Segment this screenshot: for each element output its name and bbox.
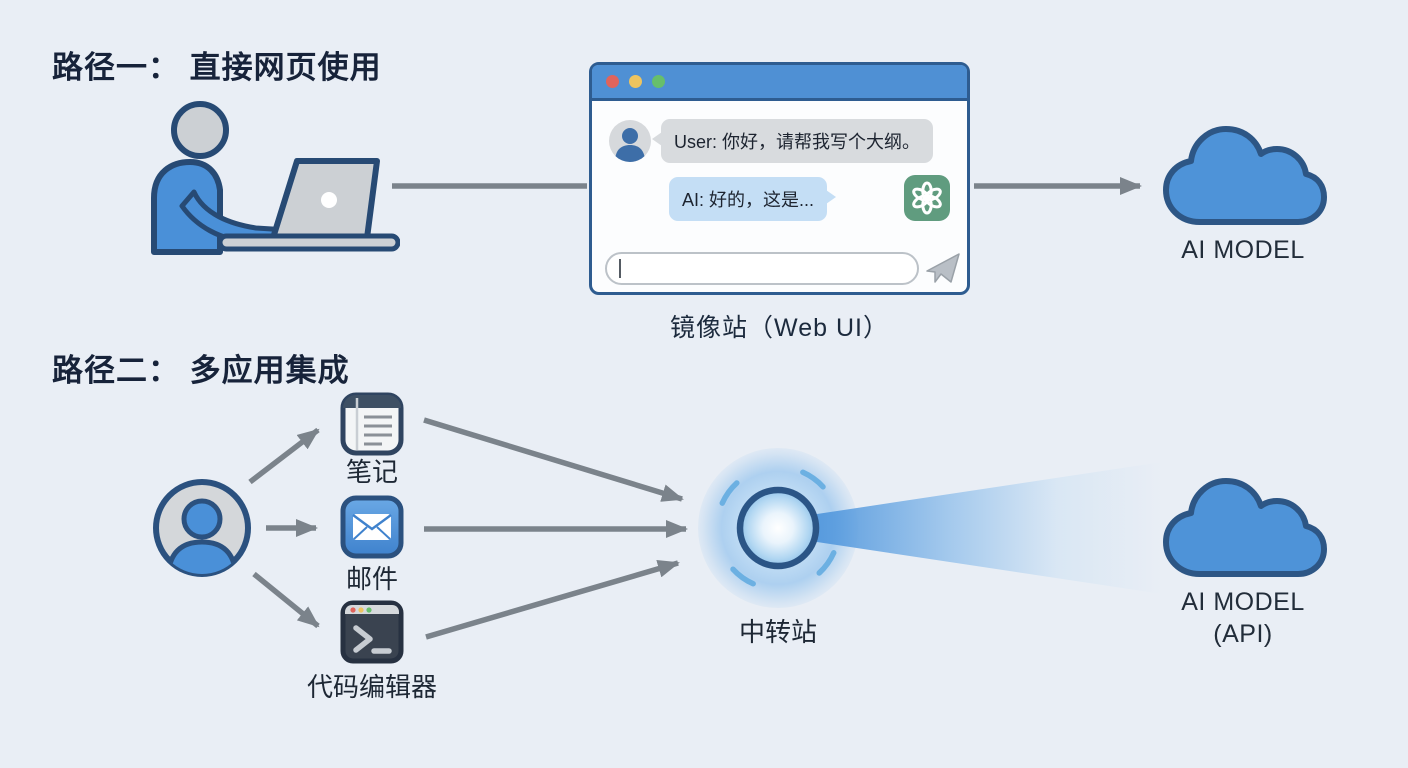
cloud-icon xyxy=(1163,478,1327,577)
terminal-app-icon xyxy=(340,600,404,664)
notes-label: 笔记 xyxy=(345,457,398,487)
send-paper-plane-icon[interactable] xyxy=(924,250,962,288)
person-at-laptop-icon xyxy=(151,101,400,255)
ai-model-api-label: AI MODEL xyxy=(1181,588,1305,616)
chat-input[interactable] xyxy=(605,252,919,285)
hub-orbit-dashes xyxy=(714,464,842,592)
browser-window: User: 你好，请帮我写个大纲。 AI: 好的，这是... xyxy=(589,62,970,295)
mail-app-icon xyxy=(340,495,404,559)
user-avatar-icon xyxy=(153,479,251,577)
window-titlebar xyxy=(592,65,967,101)
relay-station-label: 中转站 xyxy=(738,617,817,647)
chat-area: User: 你好，请帮我写个大纲。 AI: 好的，这是... xyxy=(592,104,967,292)
text-caret xyxy=(619,259,621,278)
user-message-bubble: User: 你好，请帮我写个大纲。 xyxy=(651,119,934,163)
ai-model-label: AI MODEL xyxy=(1181,236,1305,264)
window-close-button[interactable] xyxy=(606,75,619,88)
openai-logo-icon xyxy=(904,175,950,221)
path2-title: 路径二： 多应用集成 xyxy=(52,353,350,388)
hub-beam xyxy=(812,462,1162,594)
mail-label: 邮件 xyxy=(345,564,398,594)
mirror-site-caption: 镜像站（Web UI） xyxy=(670,314,889,342)
code-editor-label: 代码编辑器 xyxy=(306,672,437,702)
window-zoom-button[interactable] xyxy=(652,75,665,88)
ai-message-bubble: AI: 好的，这是... xyxy=(669,177,837,221)
notes-app-icon xyxy=(340,392,404,456)
user-avatar-icon xyxy=(609,120,651,162)
path1-title: 路径一： 直接网页使用 xyxy=(52,50,382,85)
relay-hub-icon xyxy=(736,486,820,570)
cloud-icon xyxy=(1163,126,1327,225)
api-sublabel: (API) xyxy=(1213,620,1273,648)
window-minimize-button[interactable] xyxy=(629,75,642,88)
